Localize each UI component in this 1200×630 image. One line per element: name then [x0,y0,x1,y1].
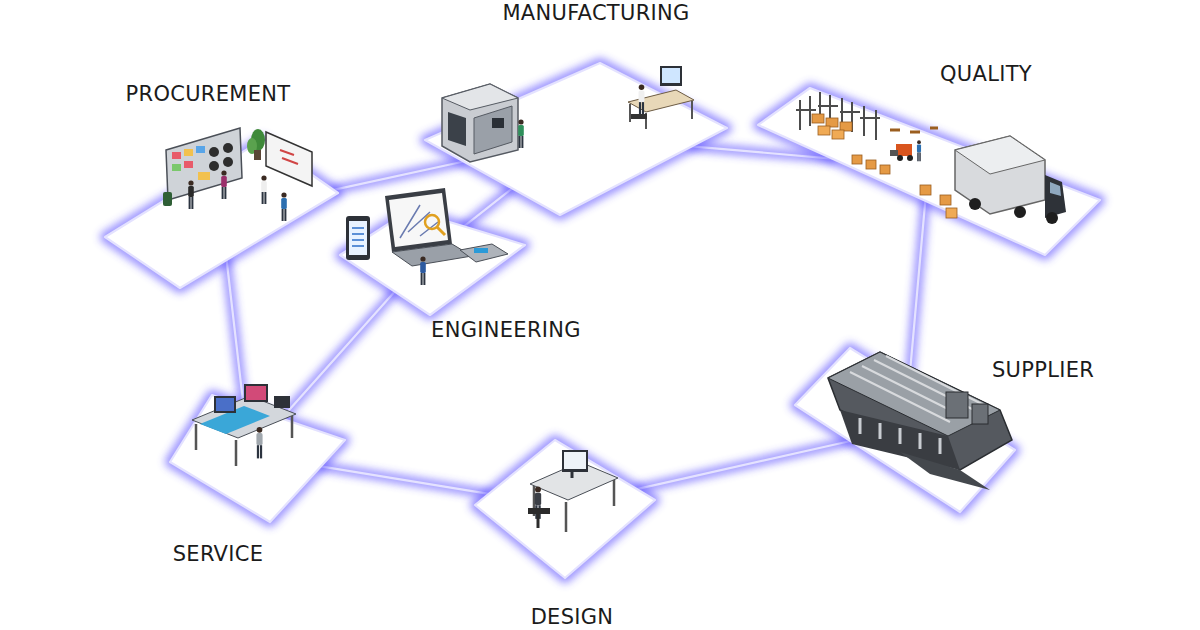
node-label: PROCUREMENT [126,84,291,105]
platform-outline [105,140,338,288]
illustration-part [246,386,266,400]
glow-connector [464,188,512,226]
connector-glow [334,162,464,190]
platform-node: SERVICE [170,395,345,522]
connector-line [227,260,244,406]
glow-connector [637,441,851,489]
platform-shape [758,88,1100,255]
node-label: ENGINEERING [431,320,581,341]
platform-glow [795,348,1015,512]
platform-node: MANUFACTURING [425,63,727,215]
glow-connector [334,162,464,190]
platform-glow [340,210,525,315]
platform-node: DESIGN [475,440,655,578]
connector-glow [637,441,851,489]
glow-connector [227,260,244,406]
platform-glow [758,88,1100,255]
platform-outline [758,88,1100,255]
platform-glow [105,140,338,288]
connector-line [282,292,395,419]
connector-line [464,188,512,226]
node-label: DESIGN [531,607,614,628]
node-label: SERVICE [173,544,264,565]
glow-connector [909,201,925,385]
platform-outline [795,348,1015,512]
platform-shape [795,348,1015,512]
platform-shape [105,140,338,288]
connector-glow [464,188,512,226]
glow-connector [321,466,489,493]
connector-line [334,162,464,190]
platform-node: QUALITY [758,88,1100,255]
connector-glow [227,260,244,406]
platform-node: PROCUREMENT [105,140,338,288]
illustration-part [172,152,181,159]
glow-connector [282,292,395,419]
node-label: QUALITY [940,64,1032,85]
connector-glow [321,466,489,493]
illustration-part [223,143,233,153]
illustration-part [660,66,682,86]
platform-outline [170,395,345,522]
connector-line [637,441,851,489]
illustration-part [172,164,181,171]
node-label: MANUFACTURING [502,3,689,24]
illustration-part [184,161,193,168]
illustration-part [244,384,268,402]
node-label: SUPPLIER [992,360,1094,381]
illustration-part [274,396,290,408]
platform-shape [340,210,525,315]
connector-line [909,201,925,385]
platform-shape [170,395,345,522]
connector-glow [909,201,925,385]
platform-shape [425,63,727,215]
connector-line [321,466,489,493]
illustration-part [662,68,680,83]
platform-node: SUPPLIER [795,348,1015,512]
illustration-part [184,149,193,156]
platform-shape [475,440,655,578]
platform-outline [425,63,727,215]
platform-outline [475,440,655,578]
platform-glow [170,395,345,522]
platform-glow [475,440,655,578]
connector-glow [282,292,395,419]
illustration-part [209,147,219,157]
illustration-part [196,146,205,153]
platform-outline [340,210,525,315]
platform-node: ENGINEERING [340,210,525,315]
platform-glow [425,63,727,215]
